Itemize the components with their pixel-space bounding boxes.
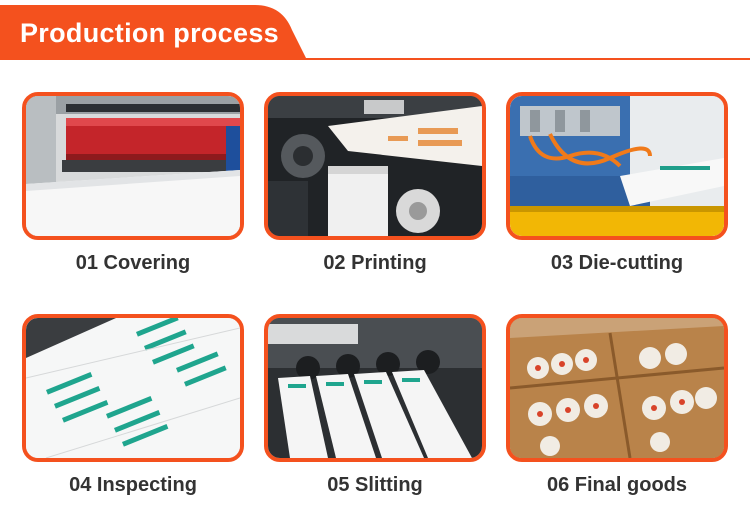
step-label: 03 Die-cutting [550,252,684,274]
header-tab-shape [0,5,750,60]
step-label: 02 Printing [323,252,427,274]
header-banner: Production process [0,0,750,62]
page-title: Production process [20,18,279,48]
boxed-products-photo [506,314,728,462]
step-label: 01 Covering [75,252,191,274]
slitting-machine-photo [264,314,486,462]
step-label: 05 Slitting [327,474,423,496]
laminating-machine-photo [22,92,244,240]
label-inspection-photo [22,314,244,462]
step-label: 06 Final goods [546,474,688,496]
printing-press-photo [264,92,486,240]
step-label: 04 Inspecting [69,474,197,496]
die-cutting-machine-photo [506,92,728,240]
